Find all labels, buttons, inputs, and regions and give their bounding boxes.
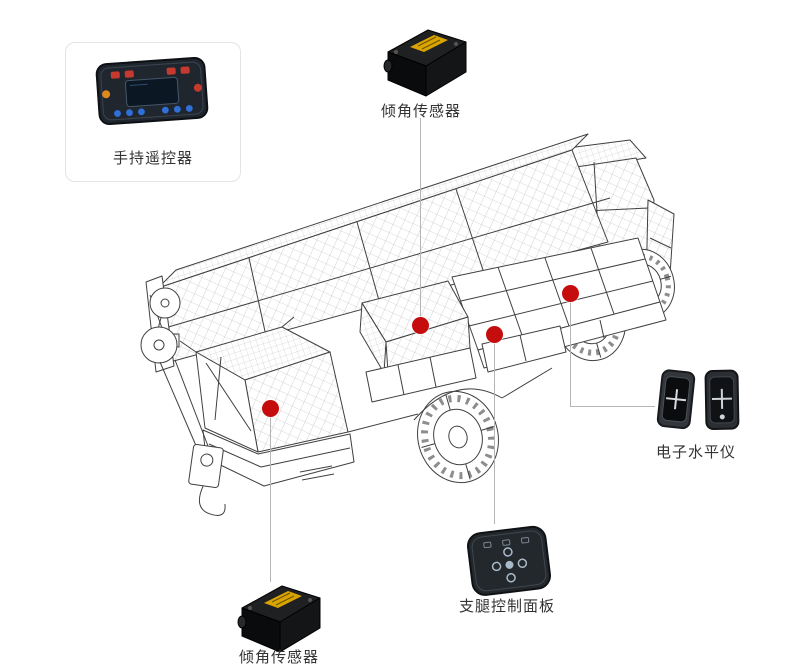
tilt-sensor-top-icon (380, 22, 472, 102)
remote-control-label: 手持遥控器 (113, 147, 193, 168)
electronic-level-icon (650, 364, 746, 436)
tilt-sensor-top-label: 倾角传感器 (381, 100, 461, 121)
mount-marker-engine-housing (412, 317, 429, 334)
outrigger-panel-icon (458, 520, 558, 602)
mount-marker-deck-front (486, 326, 503, 343)
connector-line-tilt-bottom (270, 416, 271, 582)
electronic-level-label: 电子水平仪 (656, 441, 736, 462)
mount-marker-cab (262, 400, 279, 417)
tilt-sensor-bottom-label: 倾角传感器 (239, 646, 319, 667)
outrigger-panel-label: 支腿控制面板 (459, 595, 555, 616)
connector-line-tilt-top (420, 118, 421, 318)
connector-line-outrigger-panel (494, 342, 495, 524)
connector-line-level-vertical (570, 301, 571, 406)
remote-control-icon (88, 49, 216, 133)
mount-marker-deck-rear (562, 285, 579, 302)
remote-control-callout-box: 手持遥控器 (65, 42, 241, 182)
connector-line-level-horizontal (570, 406, 655, 407)
